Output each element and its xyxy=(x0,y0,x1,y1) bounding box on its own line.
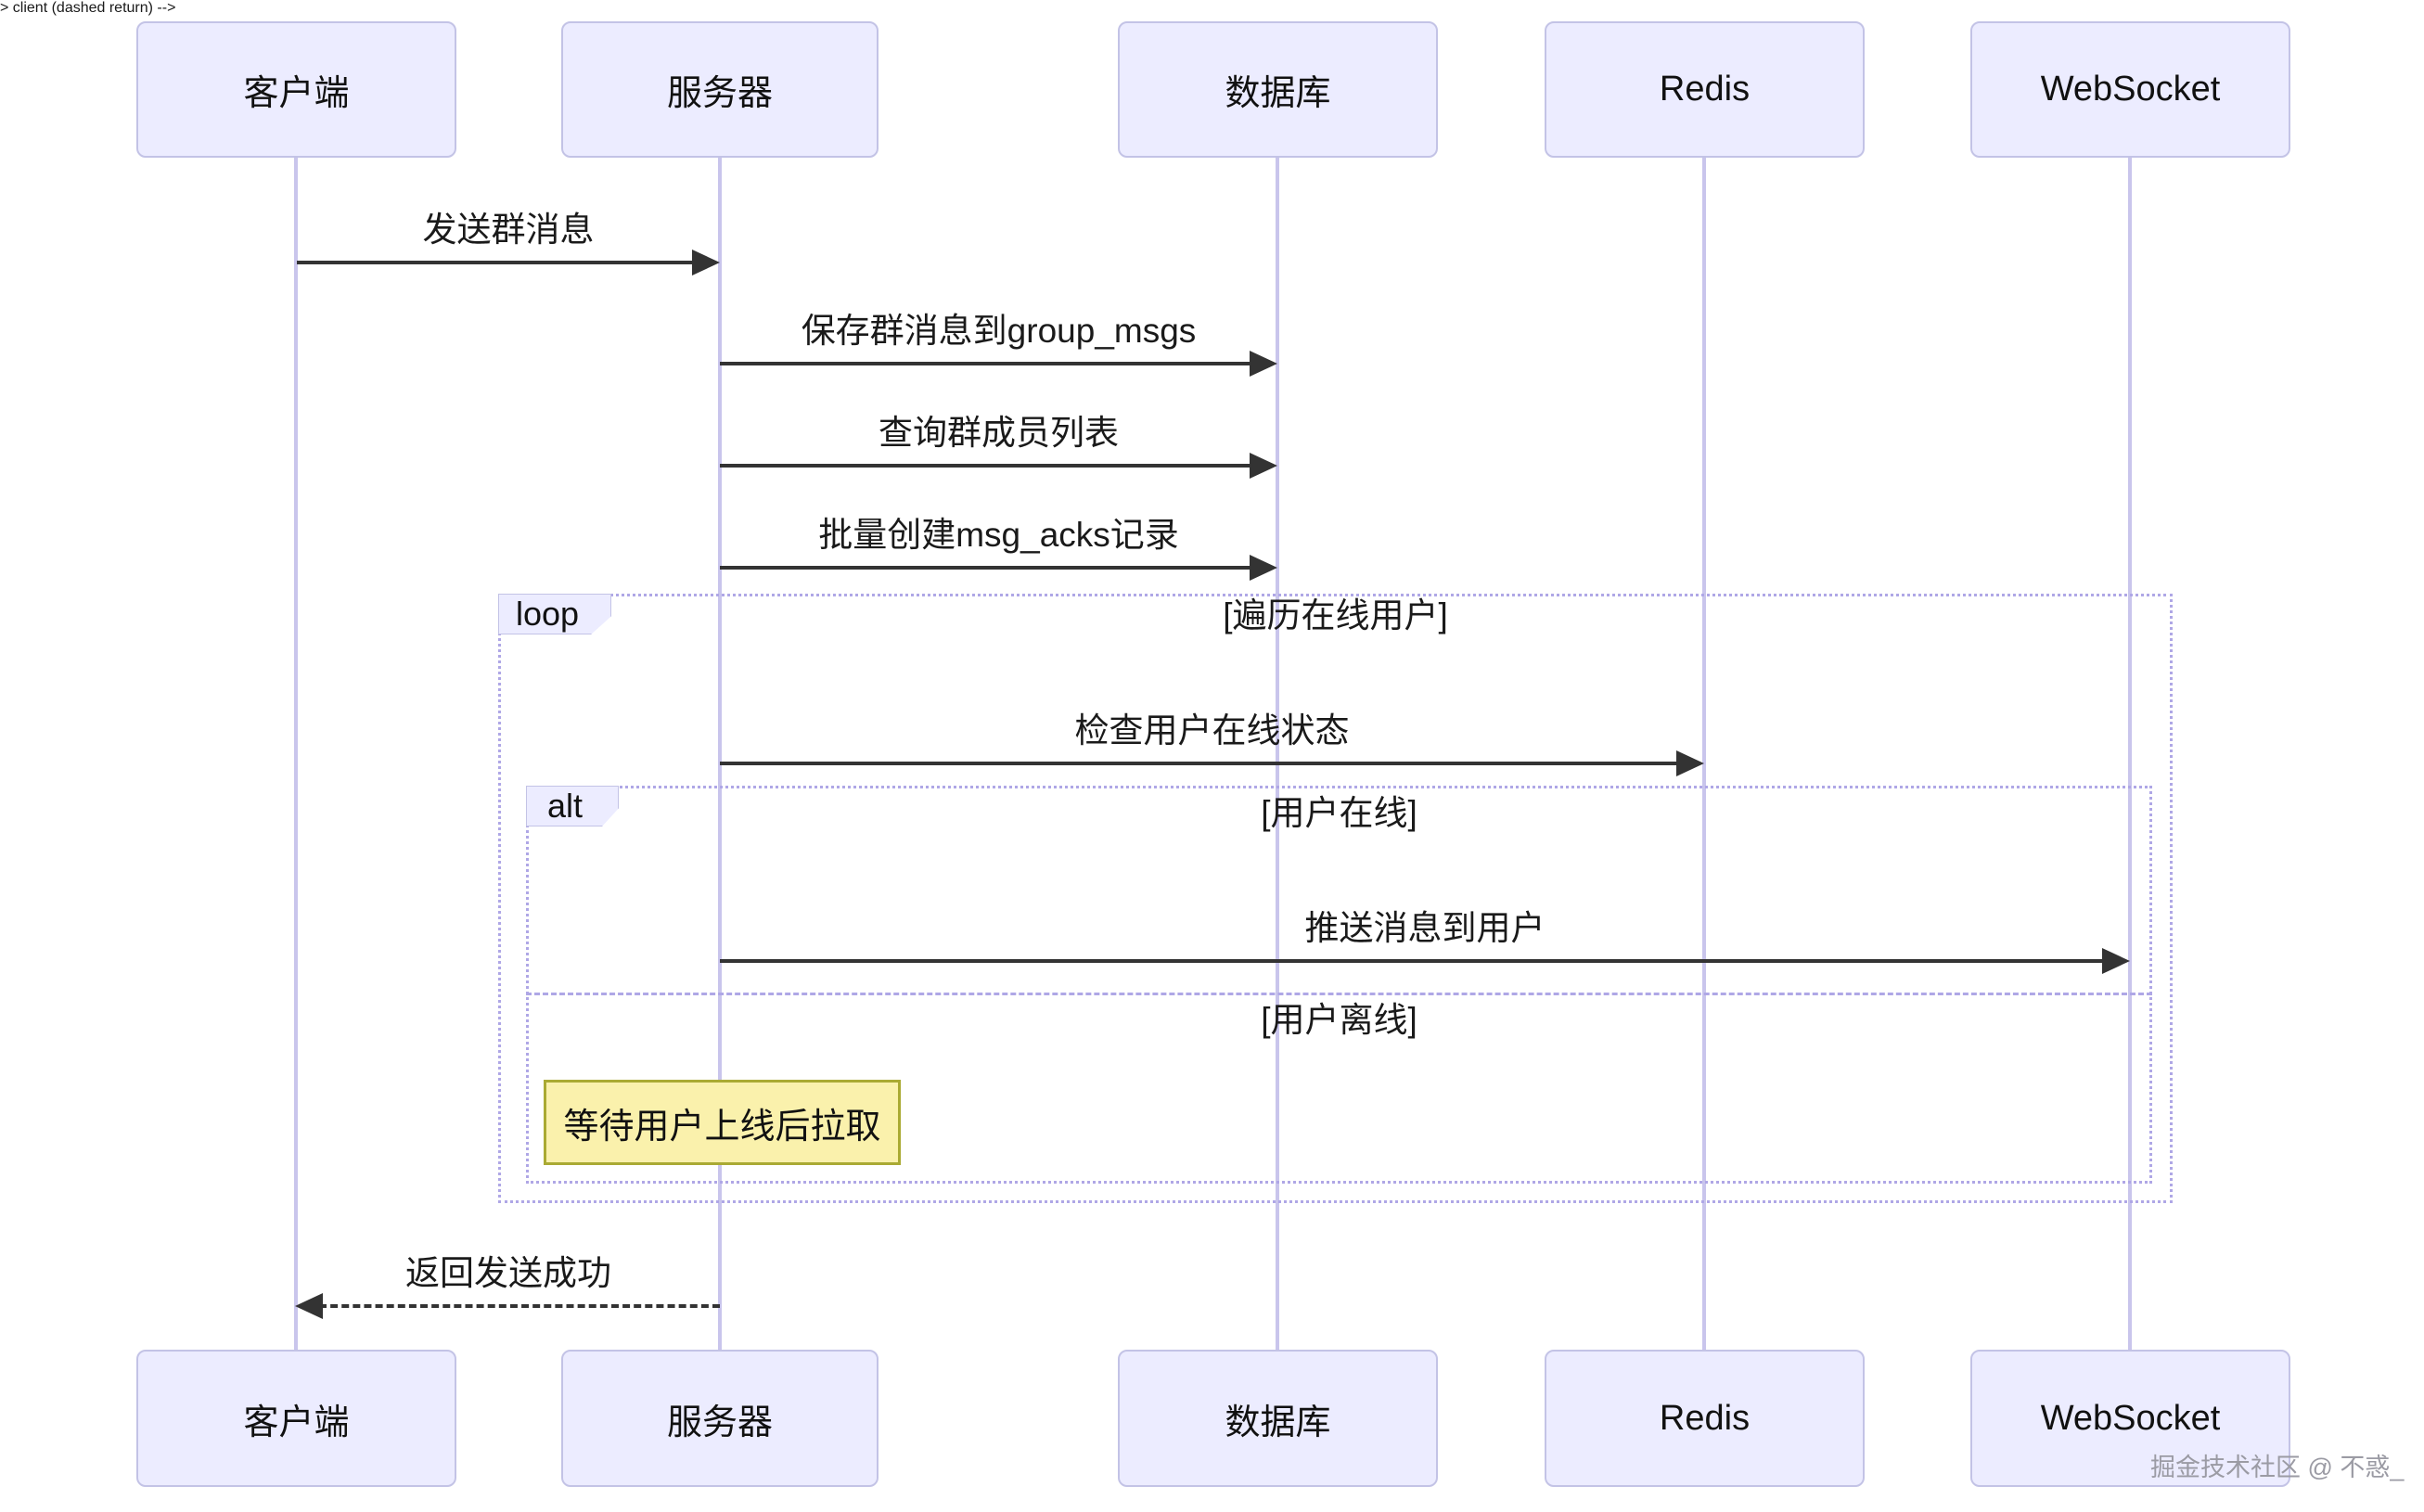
participant-label: 服务器 xyxy=(666,74,773,113)
loop-label-tab: loop xyxy=(498,594,611,634)
message-arrowhead-1 xyxy=(692,250,720,275)
loop-condition-label: [遍历在线用户] xyxy=(1223,596,1448,634)
participant-label: WebSocket xyxy=(2040,70,2221,109)
participant-label: 数据库 xyxy=(1225,1403,1331,1442)
lifeline-websocket xyxy=(2128,158,2132,1350)
participant-server-top: 服务器 xyxy=(561,21,879,158)
message-label-7: 返回发送成功 xyxy=(405,1254,611,1292)
message-line-6 xyxy=(720,959,2108,963)
alt-condition-online-label: [用户在线] xyxy=(1261,794,1417,832)
lifeline-database xyxy=(1276,158,1279,1350)
participant-redis-bottom: Redis xyxy=(1545,1350,1865,1487)
message-arrowhead-7 xyxy=(295,1293,323,1319)
lifeline-server xyxy=(718,158,722,1350)
message-line-1 xyxy=(297,261,698,264)
message-label-3: 查询群成员列表 xyxy=(879,414,1119,452)
lifeline-redis xyxy=(1702,158,1706,1350)
participant-label: Redis xyxy=(1659,70,1751,109)
alt-condition-offline-label: [用户离线] xyxy=(1261,1001,1417,1039)
message-line-3 xyxy=(720,464,1255,468)
watermark: 掘金技术社区 @ 不惑_ xyxy=(2150,1454,2405,1481)
loop-keyword: loop xyxy=(515,595,580,633)
message-arrowhead-3 xyxy=(1250,453,1277,479)
participant-label: 客户端 xyxy=(243,74,350,113)
alt-label-tab: alt xyxy=(526,786,619,826)
loop-fragment xyxy=(498,594,2173,1203)
participant-label: 客户端 xyxy=(243,1403,350,1442)
message-label-1: 发送群消息 xyxy=(422,211,595,249)
message-line-5 xyxy=(720,762,1682,765)
message-line-2 xyxy=(720,362,1255,365)
note-text: 等待用户上线后拉取 xyxy=(563,1107,881,1147)
participant-label: 数据库 xyxy=(1225,74,1331,113)
lifeline-client xyxy=(294,158,298,1350)
participant-database-top: 数据库 xyxy=(1118,21,1438,158)
message-line-7 xyxy=(319,1304,720,1308)
note-box: 等待用户上线后拉取 xyxy=(544,1080,901,1165)
alt-fragment xyxy=(526,786,2152,1184)
alt-divider xyxy=(526,993,2152,995)
participant-label: WebSocket xyxy=(2040,1398,2221,1438)
participant-database-bottom: 数据库 xyxy=(1118,1350,1438,1487)
message-arrowhead-4 xyxy=(1250,555,1277,581)
participant-label: 服务器 xyxy=(666,1403,773,1442)
message-line-4 xyxy=(720,566,1255,570)
message-label-4: 批量创建msg_acks记录 xyxy=(818,516,1179,554)
message-label-2: 保存群消息到group_msgs xyxy=(801,312,1197,350)
participant-label: Redis xyxy=(1659,1398,1751,1438)
participant-websocket-top: WebSocket xyxy=(1970,21,2290,158)
message-arrowhead-6 xyxy=(2102,948,2130,974)
alt-keyword: alt xyxy=(546,787,584,825)
message-label-6: 推送消息到用户 xyxy=(1304,909,1545,947)
participant-redis-top: Redis xyxy=(1545,21,1865,158)
message-arrowhead-5 xyxy=(1676,750,1704,776)
message-arrowhead-2 xyxy=(1250,351,1277,377)
participant-client-top: 客户端 xyxy=(136,21,456,158)
participant-client-bottom: 客户端 xyxy=(136,1350,456,1487)
participant-websocket-bottom: WebSocket xyxy=(1970,1350,2290,1487)
participant-server-bottom: 服务器 xyxy=(561,1350,879,1487)
message-label-5: 检查用户在线状态 xyxy=(1074,711,1350,750)
